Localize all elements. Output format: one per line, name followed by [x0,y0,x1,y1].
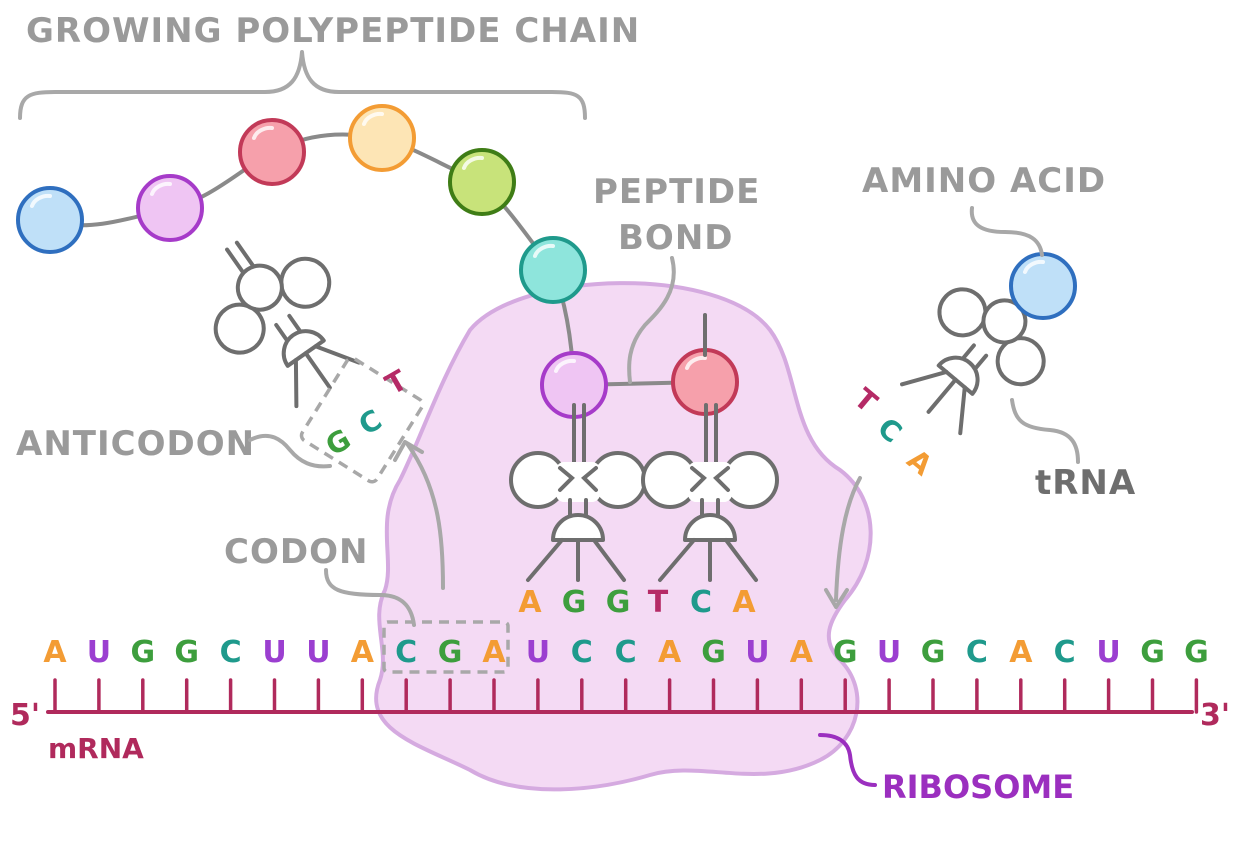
incoming-arrowhead [824,588,849,609]
base-u: U [526,635,550,670]
chain-beads [16,104,739,419]
anticodon-box [299,356,425,484]
peptide-bond-label-line1: PEPTIDE [593,172,760,212]
codon-arrowhead [393,440,424,462]
base-g: G [174,635,199,670]
base-u: U [1096,635,1120,670]
amino-acid-label: AMINO ACID [862,161,1106,201]
ribosome-label: RIBOSOME [882,768,1074,806]
base-t: T [380,363,413,401]
base-u: U [306,635,330,670]
ribosome [374,281,873,792]
amino-acid-bead [448,148,516,216]
base-c: C [220,635,242,670]
codon-box [382,620,510,674]
five-prime-label: 5' [10,698,40,733]
base-u: U [87,635,111,670]
base-g: G [1184,635,1209,670]
base-a: A [351,635,375,670]
base-c: C [395,635,417,670]
left-anticodon: GCT [320,363,413,462]
trna-label: tRNA [1035,463,1136,503]
codon-arrow [406,443,445,590]
base-c: C [353,403,387,442]
anticodon-pointer [248,433,332,469]
base-u: U [262,635,286,670]
base-c: C [1054,635,1076,670]
amino-acid-bead [16,186,84,254]
base-a: A [658,635,682,670]
middle-trna-2 [641,403,779,582]
left-trna [213,240,361,409]
base-t: T [848,382,884,420]
right-anticodon: TCA [848,382,939,483]
base-a: A [901,443,939,482]
mrna-ticks [53,678,1199,714]
base-a: A [732,585,756,620]
base-g: G [438,635,463,670]
right-trna [900,287,1046,436]
amino-acid-pointer [969,206,1044,257]
codon-pointer [324,568,416,627]
amino-acid-bead [519,236,587,304]
chain-label: GROWING POLYPEPTIDE CHAIN [26,11,640,51]
peptide-bond-pointer [627,256,676,384]
base-g: G [130,635,155,670]
base-a: A [518,585,542,620]
incoming-arrow [834,476,862,602]
amino-acid-bead [136,174,204,242]
amino-acid-bead [238,118,306,186]
base-c: C [966,635,988,670]
amino-acid-bead [348,104,416,172]
base-g: G [562,585,587,620]
base-g: G [833,635,858,670]
base-t: T [648,585,669,620]
base-c: C [615,635,637,670]
ribosome-pointer [818,733,877,787]
base-a: A [790,635,814,670]
codon-label: CODON [224,532,368,572]
amino-acid-bead [540,351,608,419]
mrna-label: mRNA [48,732,144,765]
base-g: G [1140,635,1165,670]
chain-brace [18,50,587,120]
anticodon-label: ANTICODON [16,424,255,464]
base-c: C [871,411,908,449]
base-g: G [701,635,726,670]
base-a: A [482,635,506,670]
peptide-bond-label-line2: BOND [618,218,734,258]
base-u: U [877,635,901,670]
trna-pointer [1010,398,1080,464]
base-c: C [690,585,712,620]
base-g: G [921,635,946,670]
base-g: G [606,585,631,620]
base-c: C [571,635,593,670]
base-g: G [320,422,356,462]
base-a: A [43,635,67,670]
base-u: U [745,635,769,670]
three-prime-label: 3' [1200,698,1230,733]
base-a: A [1009,635,1033,670]
